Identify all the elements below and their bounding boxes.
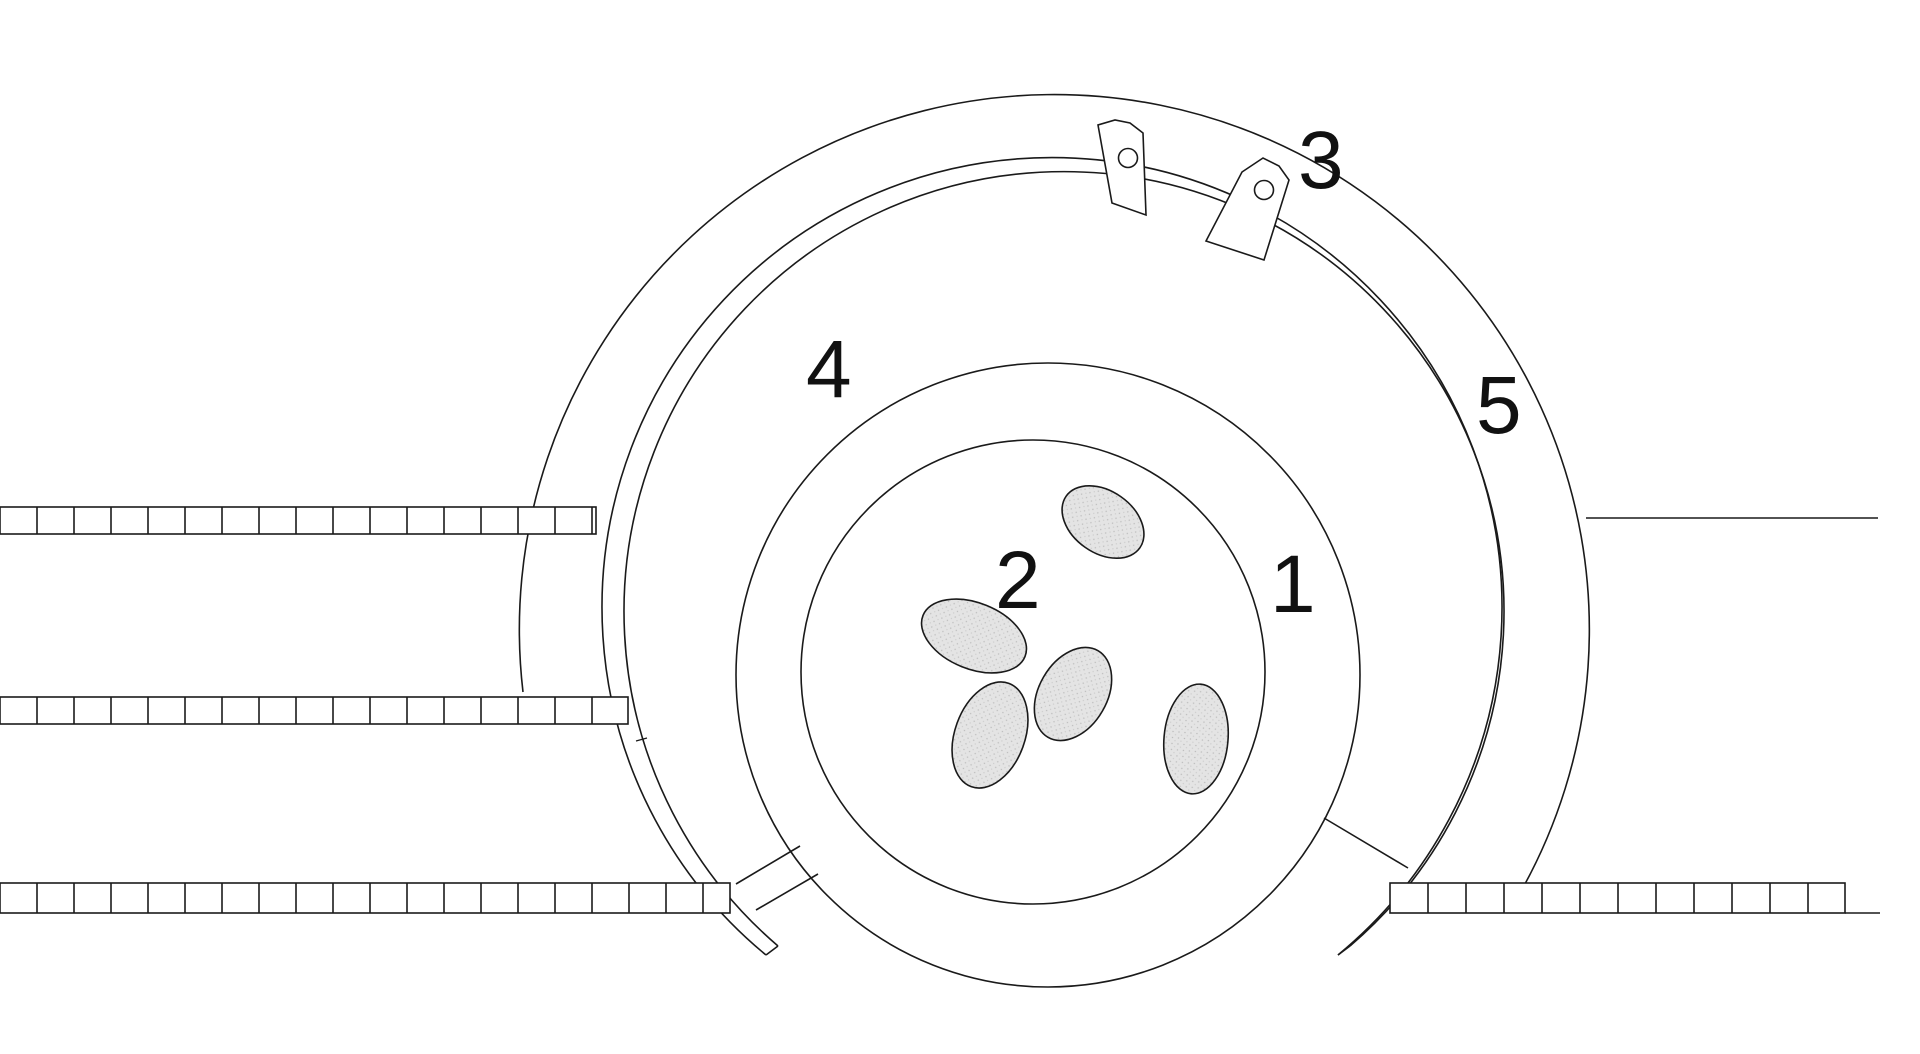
middle-ring-cap-right <box>1337 945 1351 956</box>
middle-ring-inner-arc <box>623 170 1505 947</box>
blob-lower-left <box>951 681 1029 789</box>
outer-ring-arc <box>518 93 1591 894</box>
track-top <box>0 506 597 535</box>
middle-ring-outer-arc <box>601 156 1503 956</box>
track-middle <box>0 696 629 725</box>
bracket-left <box>1097 119 1147 217</box>
track-right <box>1389 882 1846 914</box>
label-1: 1 <box>1270 539 1316 630</box>
spoke-right <box>1323 817 1409 869</box>
blob-center <box>1033 646 1113 742</box>
label-3: 3 <box>1298 115 1344 206</box>
blob-top <box>1061 484 1145 560</box>
inner-ring-outer-circle <box>735 362 1361 988</box>
inner-ring-inner-circle <box>800 439 1266 905</box>
label-5: 5 <box>1476 360 1522 451</box>
blob-right <box>1162 683 1230 795</box>
middle-ring-cap-left <box>765 945 779 956</box>
label-4: 4 <box>806 324 852 415</box>
spoke-left-lower <box>755 873 819 911</box>
ladder-tracks <box>0 506 1880 914</box>
track-bottom <box>0 882 731 914</box>
middle-ring-tick <box>635 737 648 742</box>
spoke-left-upper <box>735 845 801 885</box>
bracket-right <box>1204 157 1290 262</box>
blob-left <box>920 598 1028 674</box>
label-2: 2 <box>995 535 1041 626</box>
